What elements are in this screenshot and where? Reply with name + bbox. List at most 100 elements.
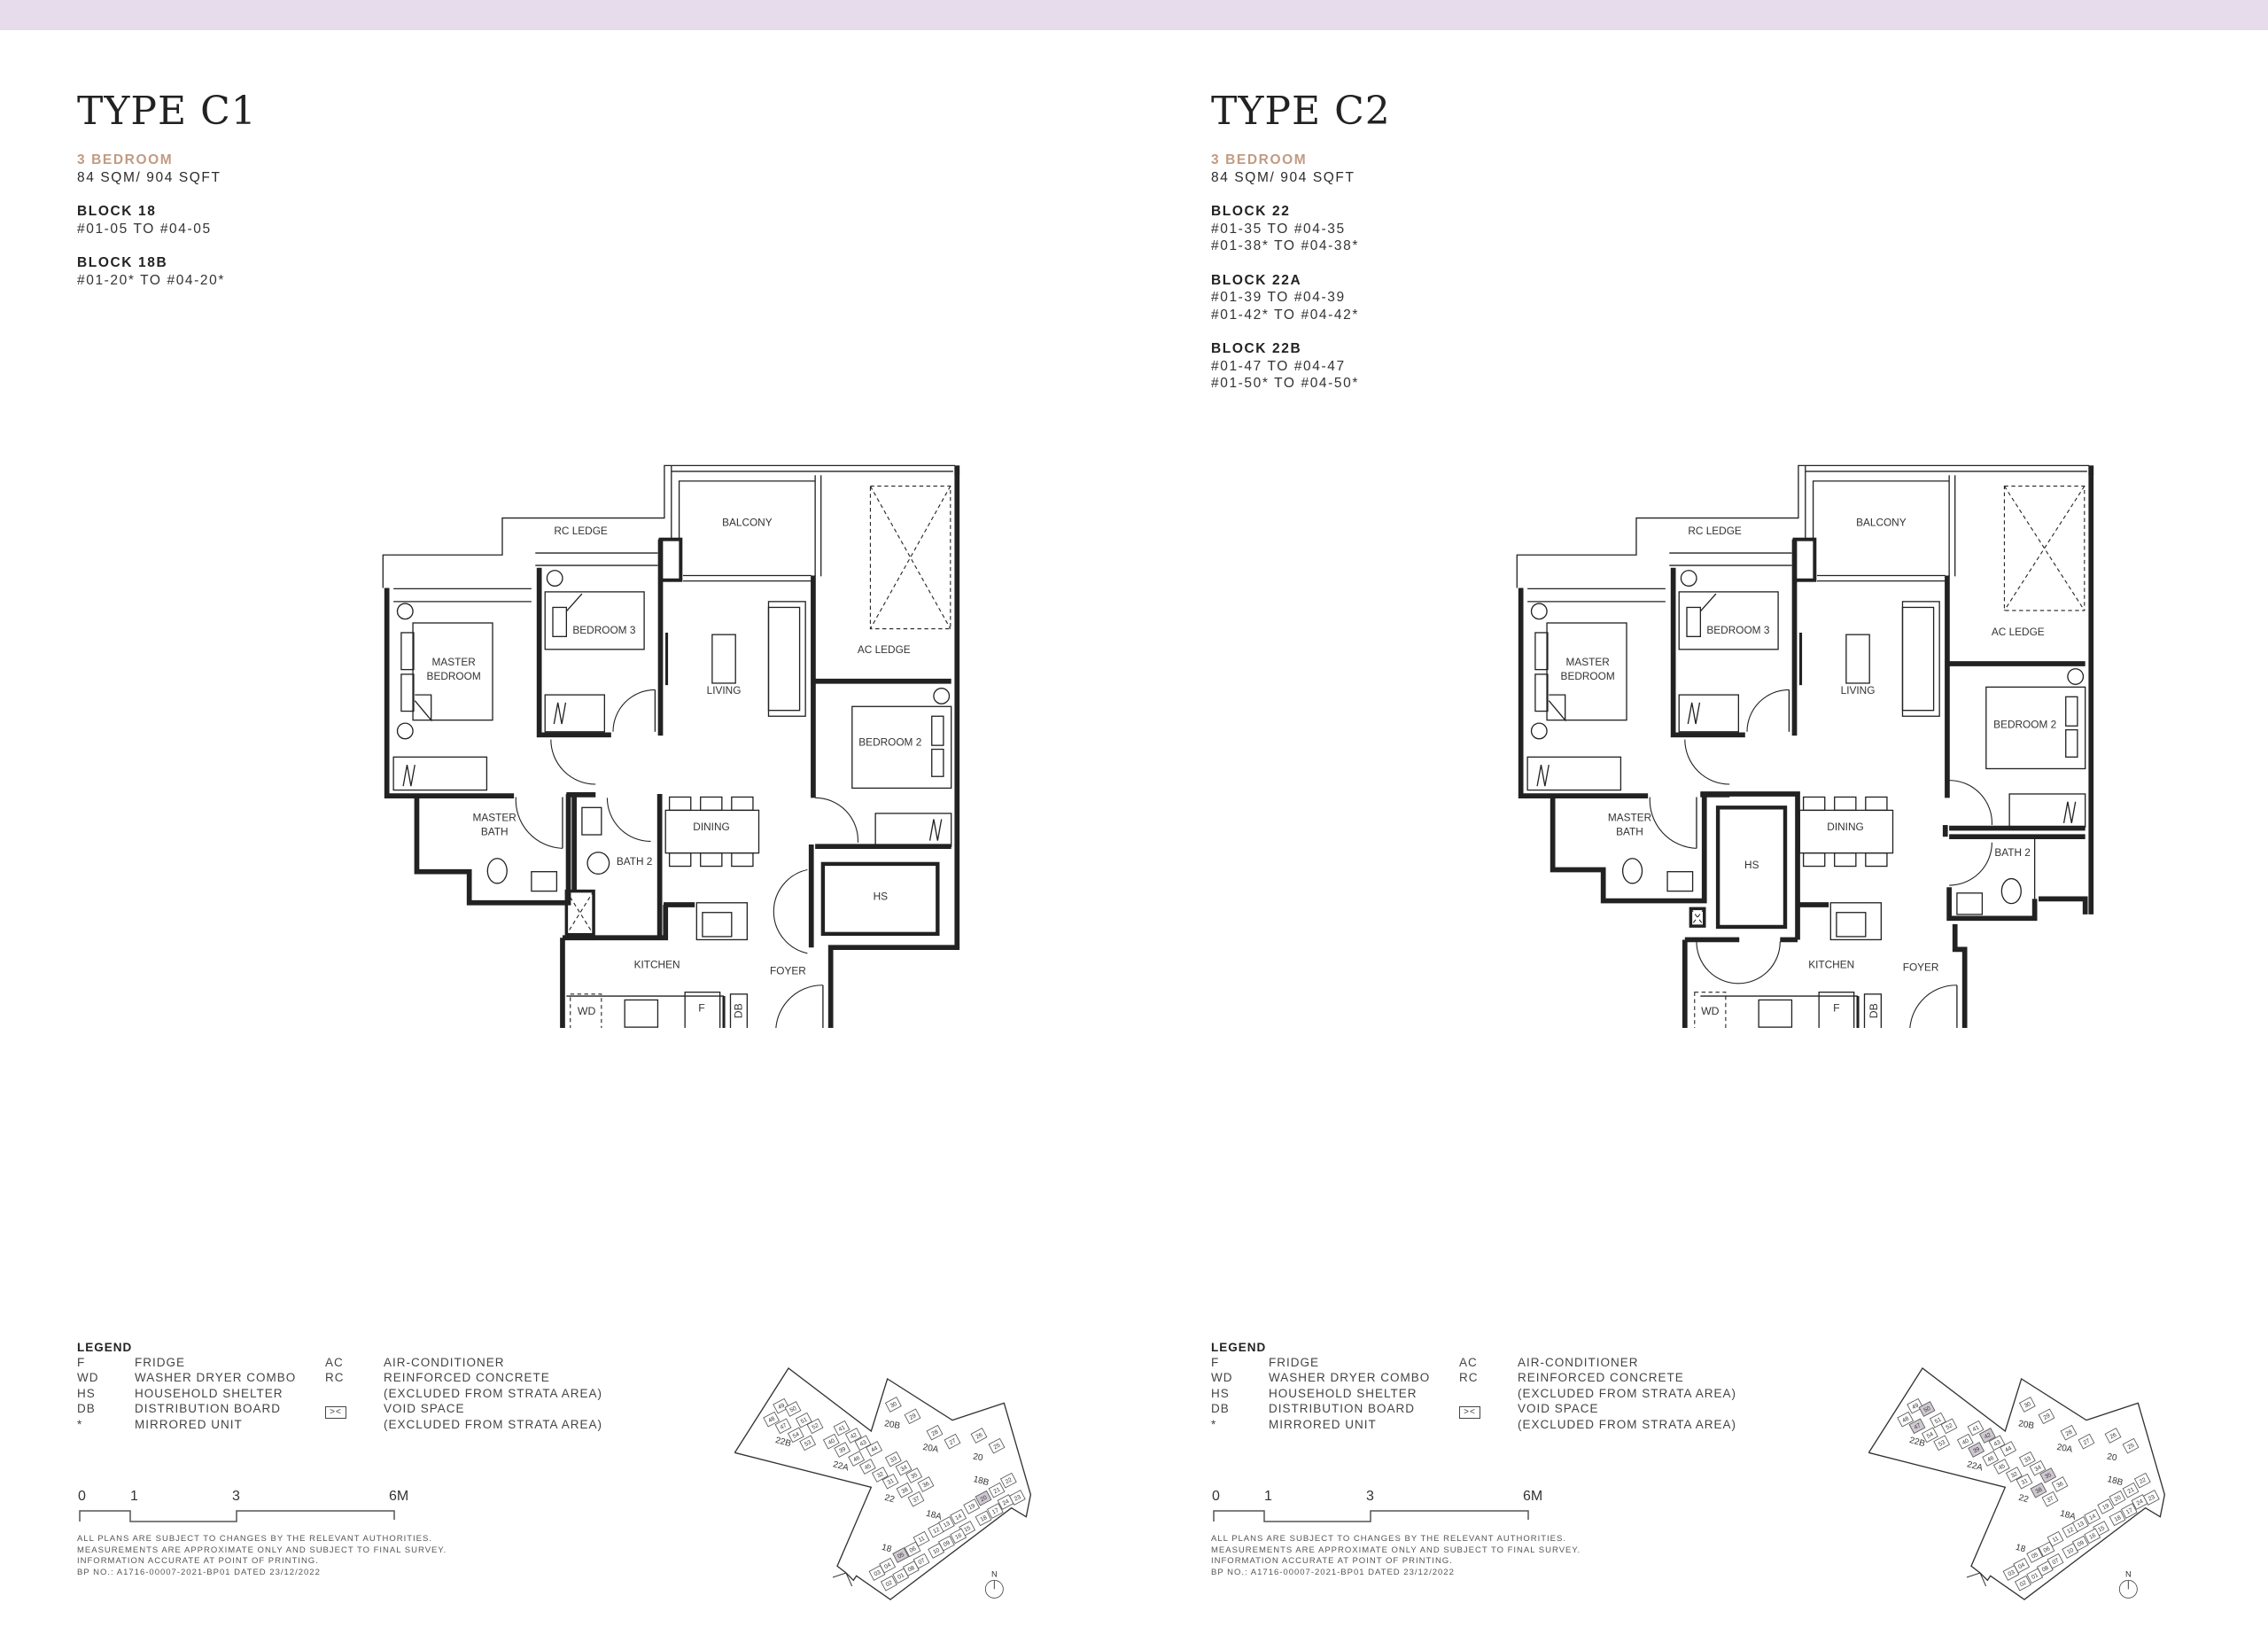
- site-unit-outline: [879, 1557, 897, 1574]
- site-unit-number: 32: [2010, 1471, 2019, 1480]
- furniture: [581, 806, 602, 836]
- legend-abbr: HS: [77, 1386, 96, 1400]
- site-unit-number: 04: [2017, 1561, 2026, 1570]
- site-unit-number: 54: [792, 1431, 801, 1440]
- scale-label: 0: [78, 1489, 86, 1504]
- site-unit-outline: [917, 1476, 935, 1492]
- furniture: [1534, 632, 1549, 671]
- site-unit: 22: [999, 1472, 1017, 1489]
- site-unit-number: 53: [804, 1439, 812, 1448]
- door-swing: [1949, 842, 1992, 886]
- plan-line: [869, 486, 951, 629]
- site-unit-number: 54: [1926, 1431, 1935, 1440]
- wall: [1550, 793, 1707, 904]
- site-unit-number: 51: [1934, 1416, 1943, 1425]
- site-unit-outline: [950, 1508, 967, 1525]
- site-unit: 41: [1967, 1420, 1984, 1436]
- site-unit-outline: [913, 1530, 930, 1547]
- site-unit-number: 29: [2042, 1413, 2051, 1421]
- site-unit: 27: [944, 1433, 961, 1450]
- site-unit-outline: [2097, 1498, 2115, 1514]
- room-label-master-bedroom: BEDROOM: [1561, 670, 1615, 682]
- furniture: [700, 852, 723, 868]
- room-label-bath-2: BATH 2: [1994, 846, 2031, 859]
- furniture: [1758, 999, 1793, 1028]
- room-label-foyer: FOYER: [1903, 961, 1939, 974]
- site-unit-number: 38: [900, 1486, 909, 1495]
- room-label-rc-ledge: RC LEDGE: [554, 525, 608, 537]
- site-unit-outline: [882, 1473, 899, 1490]
- site-unit-number: 50: [788, 1405, 797, 1414]
- disclaimer: ALL PLANS ARE SUBJECT TO CHANGES BY THE …: [1211, 1534, 1581, 1578]
- furniture: [711, 634, 736, 684]
- unit-info: 3 BEDROOM 84 SQM/ 904 SQFT BLOCK 22#01-3…: [1211, 152, 1359, 393]
- furniture: [552, 606, 568, 637]
- site-unit: 52: [806, 1418, 824, 1435]
- aircon-unit-icon: [1530, 722, 1548, 740]
- wall: [820, 861, 940, 937]
- site-unit: 51: [1929, 1412, 1946, 1428]
- site-unit-number: 41: [837, 1424, 846, 1433]
- site-unit: 40: [1956, 1433, 1974, 1450]
- site-unit: 35: [2039, 1467, 2057, 1483]
- plan-line: [1516, 464, 2090, 588]
- legend-abbr: *: [1211, 1417, 1217, 1431]
- site-unit-number: 46: [1986, 1455, 1995, 1464]
- legend-desc: MIRRORED UNIT: [1269, 1417, 1377, 1431]
- site-unit-outline: [2071, 1516, 2089, 1532]
- legend-abbr: WD: [77, 1371, 99, 1385]
- plan-line: [2003, 486, 2085, 611]
- furniture: [931, 715, 944, 746]
- site-unit: 28: [926, 1424, 944, 1441]
- furniture: [1694, 992, 1727, 1028]
- site-unit: 39: [1968, 1442, 1985, 1458]
- site-unit-outline: [1982, 1451, 2000, 1467]
- site-unit-highlighted: [975, 1490, 992, 1506]
- site-block-label: 20A: [922, 1443, 940, 1455]
- site-unit: 42: [1978, 1428, 1996, 1444]
- site-unit-number: 13: [943, 1521, 951, 1529]
- disclaimer-line: ALL PLANS ARE SUBJECT TO CHANGES BY THE …: [1211, 1534, 1566, 1544]
- site-unit-outline: [988, 1437, 1006, 1454]
- site-unit-number: 52: [1945, 1422, 1953, 1431]
- site-unit-outline: [2062, 1543, 2079, 1559]
- unit-range: #01-47 TO #04-47: [1211, 358, 1346, 374]
- site-unit: 20: [975, 1490, 992, 1506]
- site-unit-number: 37: [2046, 1495, 2054, 1504]
- furniture: [1836, 912, 1867, 938]
- site-unit: 28: [2060, 1424, 2078, 1441]
- site-unit-outline: [822, 1433, 840, 1450]
- site-block-label: 18A: [2059, 1509, 2077, 1522]
- site-unit: 48: [1897, 1411, 1915, 1428]
- plan-line: [1689, 908, 1705, 927]
- room-label-dining: DINING: [1827, 821, 1863, 833]
- site-unit-number: 41: [1971, 1424, 1980, 1433]
- furniture: [1956, 892, 1984, 915]
- furniture: [2065, 728, 2078, 758]
- site-unit: 31: [2016, 1473, 2033, 1490]
- site-plan: 0102030405060708091011121314151617181920…: [1868, 1367, 2166, 1600]
- site-unit: 05: [892, 1547, 910, 1563]
- site-unit: 17: [986, 1503, 1004, 1519]
- site-unit-number: 52: [811, 1422, 819, 1431]
- site-unit-number: 09: [2077, 1539, 2085, 1548]
- disclaimer: ALL PLANS ARE SUBJECT TO CHANGES BY THE …: [77, 1534, 447, 1578]
- plan-line: [1699, 593, 1717, 612]
- site-unit: 53: [799, 1435, 817, 1452]
- site-plan: 0102030405060708091011121314151617181920…: [734, 1367, 1032, 1600]
- site-unit: 13: [937, 1516, 955, 1532]
- site-unit-number: 23: [2148, 1494, 2156, 1503]
- site-unit-outline: [787, 1427, 804, 1444]
- site-unit: 25: [988, 1437, 1006, 1454]
- unit-info: 3 BEDROOM 84 SQM/ 904 SQFT BLOCK 18#01-0…: [77, 152, 225, 289]
- disclaimer-line: MEASUREMENTS ARE APPROXIMATE ONLY AND SU…: [1211, 1545, 1581, 1555]
- site-unit: 10: [928, 1543, 945, 1559]
- site-unit-number: 28: [930, 1428, 939, 1437]
- furniture: [400, 632, 415, 671]
- furniture: [1865, 852, 1888, 868]
- site-unit-number: 15: [963, 1525, 972, 1534]
- plan-line: [414, 694, 432, 722]
- disclaimer-line: ALL PLANS ARE SUBJECT TO CHANGES BY THE …: [77, 1534, 432, 1544]
- door-swing: [606, 798, 651, 843]
- legend-desc: DISTRIBUTION BOARD: [1269, 1402, 1416, 1416]
